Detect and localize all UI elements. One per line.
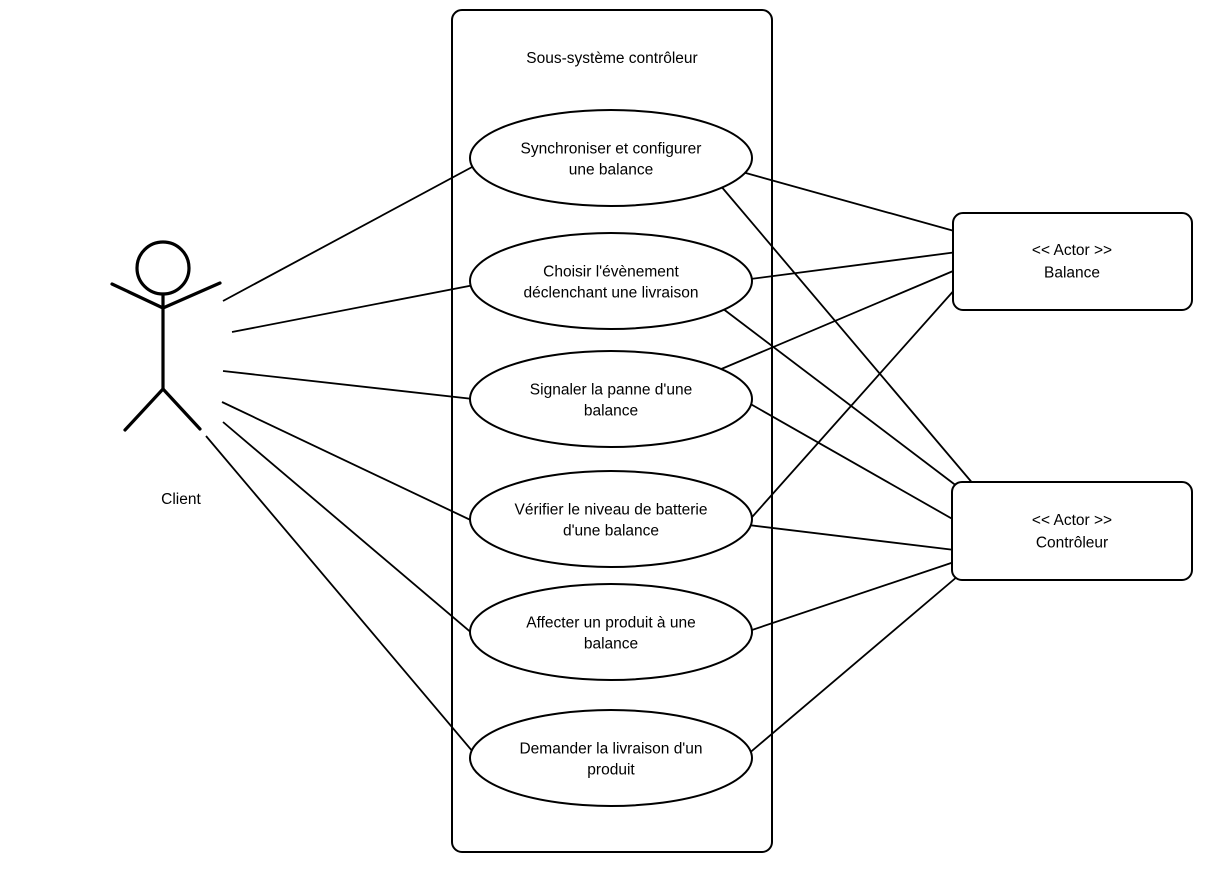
use-case-affecter-produit: Affecter un produit à une balance	[469, 583, 753, 681]
actor-balance-name: Balance	[1044, 265, 1100, 282]
use-case-label-line1: Vérifier le niveau de batterie	[514, 502, 707, 519]
use-case-ellipse	[469, 470, 753, 568]
use-case-demander-livraison: Demander la livraison d'un produit	[469, 709, 753, 807]
use-case-ellipse	[469, 109, 753, 207]
use-case-label-line2: produit	[587, 762, 635, 779]
system-boundary-title: Sous-système contrôleur	[526, 50, 697, 67]
client-right-leg	[161, 387, 202, 431]
use-case-label-line2: déclenchant une livraison	[524, 285, 699, 302]
use-case-ellipse	[469, 709, 753, 807]
actor-controleur-stereotype: << Actor >>	[1032, 512, 1112, 529]
actor-balance-box	[952, 212, 1193, 311]
actor-controleur-name: Contrôleur	[1036, 535, 1108, 552]
actor-client-label: Client	[161, 491, 201, 508]
use-case-signaler-panne: Signaler la panne d'une balance	[469, 350, 753, 448]
actor-controleur: << Actor >> Contrôleur	[951, 481, 1193, 581]
client-head	[135, 240, 191, 296]
actor-client: Client	[110, 240, 222, 508]
association-uc1-balance	[734, 169, 966, 235]
association-uc4-controleur	[739, 523, 964, 552]
use-case-label-line1: Affecter un produit à une	[526, 615, 695, 632]
system-boundary	[451, 9, 773, 853]
client-left-arm	[110, 282, 165, 310]
association-uc2-controleur	[717, 304, 963, 491]
association-uc3-controleur	[739, 397, 964, 526]
association-uc2-balance	[734, 250, 966, 282]
association-client-uc3	[222, 370, 501, 403]
actor-balance-stereotype: << Actor >>	[1032, 242, 1112, 259]
client-left-leg	[123, 387, 165, 432]
use-case-label-line2: balance	[584, 636, 638, 653]
use-case-label-line1: Signaler la panne d'une	[530, 382, 692, 399]
client-right-arm	[161, 281, 222, 310]
use-case-label-line1: Demander la livraison d'un	[519, 741, 702, 758]
association-client-uc2	[231, 279, 501, 333]
association-client-uc5	[222, 421, 501, 658]
use-case-ellipse	[469, 232, 753, 330]
use-case-verifier-batterie: Vérifier le niveau de batterie d'une bal…	[469, 470, 753, 568]
use-case-ellipse	[469, 350, 753, 448]
use-case-synchroniser: Synchroniser et configurer une balance	[469, 109, 753, 207]
association-uc5-controleur	[739, 558, 964, 635]
associations	[205, 151, 981, 779]
association-client-uc4	[221, 401, 501, 535]
association-uc3-balance	[699, 265, 966, 379]
use-case-label-line2: une balance	[569, 162, 653, 179]
use-case-label-line2: d'une balance	[563, 523, 659, 540]
association-uc4-balance	[744, 277, 966, 526]
association-uc1-controleur	[719, 184, 981, 493]
use-case-choisir-evenement: Choisir l'évènement déclenchant une livr…	[469, 232, 753, 330]
association-client-uc1	[222, 151, 501, 302]
use-case-label-line1: Choisir l'évènement	[543, 264, 679, 281]
use-case-ellipse	[469, 583, 753, 681]
actor-balance: << Actor >> Balance	[952, 212, 1193, 311]
actor-controleur-box	[951, 481, 1193, 581]
association-uc6-controleur	[739, 575, 959, 762]
association-client-uc6	[205, 435, 496, 779]
use-case-label-line2: balance	[584, 403, 638, 420]
use-case-label-line1: Synchroniser et configurer	[521, 141, 702, 158]
